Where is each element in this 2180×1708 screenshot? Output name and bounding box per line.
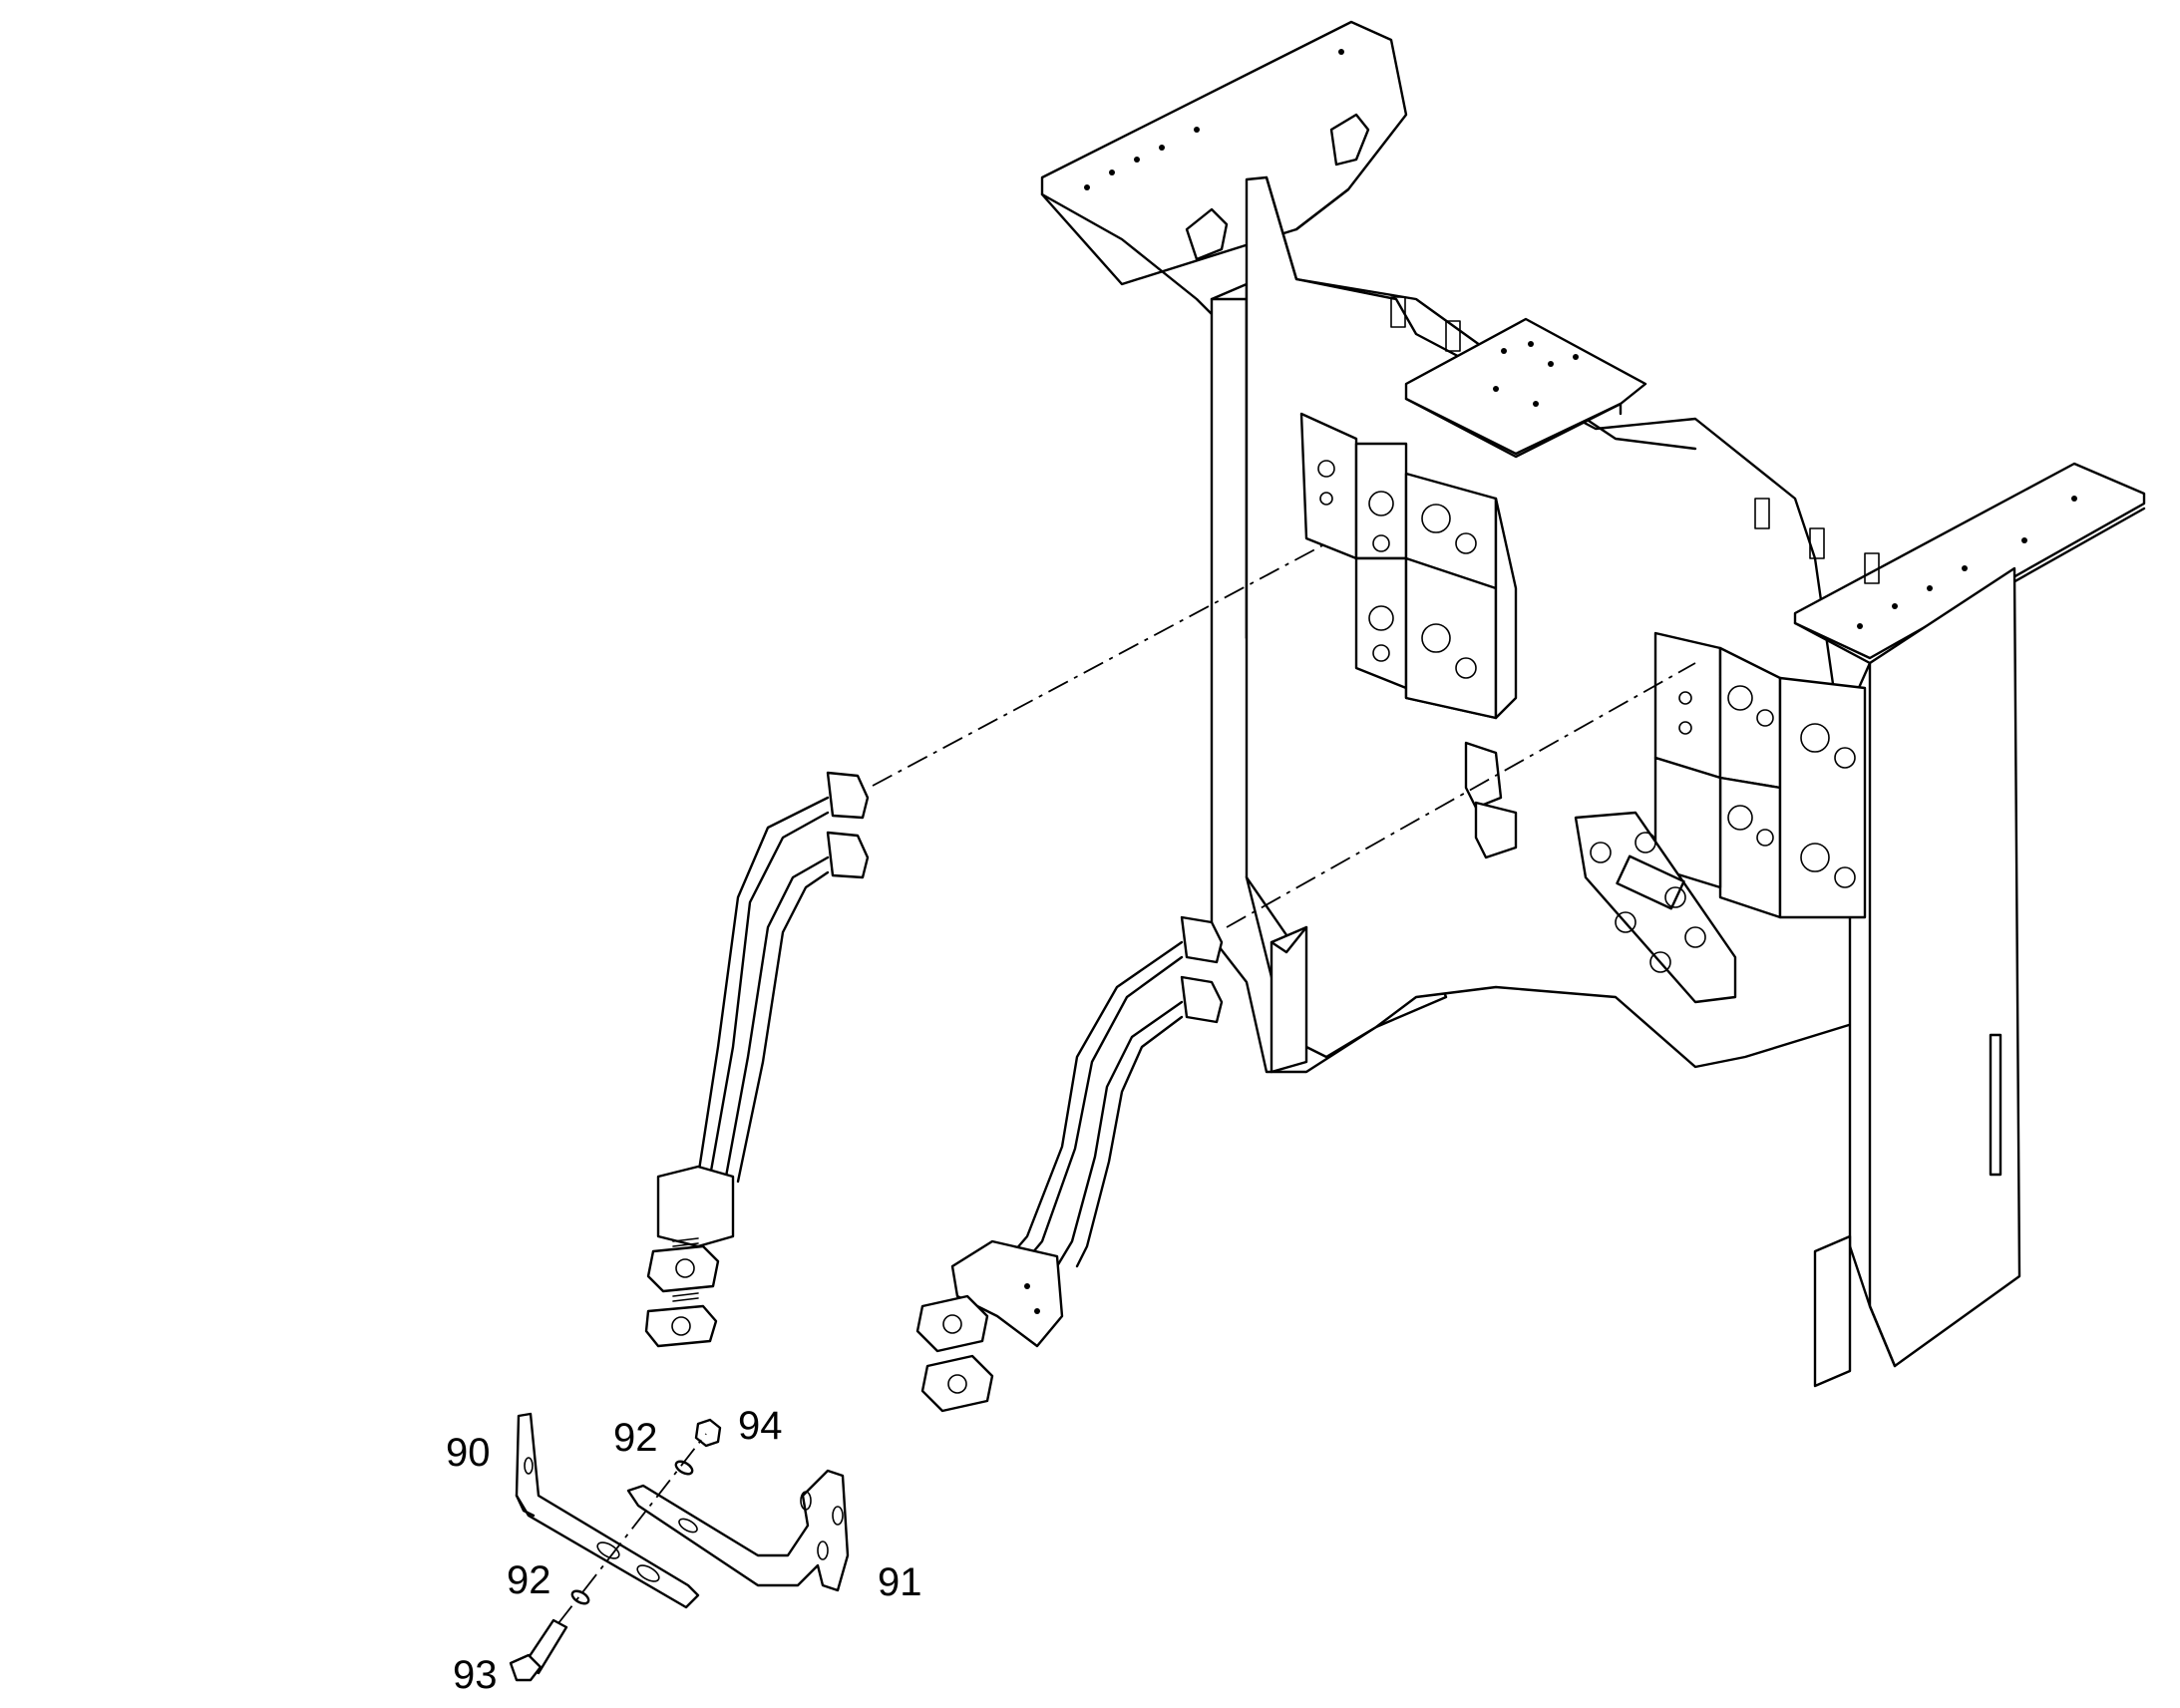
part-90-bracket bbox=[515, 1412, 700, 1609]
valve-block-group-upper bbox=[1299, 412, 1518, 720]
callout-93: 93 bbox=[453, 1653, 498, 1697]
assembly-centerlines bbox=[872, 542, 1696, 928]
main-frame bbox=[1040, 20, 2146, 1388]
callout-92-lower: 92 bbox=[507, 1558, 551, 1602]
hose-assembly-right bbox=[915, 915, 1224, 1413]
callout-92-upper: 92 bbox=[613, 1416, 658, 1460]
callout-90: 90 bbox=[446, 1431, 491, 1475]
hardware bbox=[509, 1418, 722, 1682]
manifold-panel bbox=[1464, 741, 1737, 1004]
valve-block-group-lower bbox=[1653, 631, 1867, 919]
part-91-bracket bbox=[626, 1469, 850, 1592]
callout-labels: 90 91 92 92 93 94 bbox=[446, 1404, 922, 1697]
callout-91: 91 bbox=[878, 1560, 922, 1604]
hose-assembly-left bbox=[644, 771, 870, 1348]
callout-94: 94 bbox=[738, 1404, 783, 1448]
